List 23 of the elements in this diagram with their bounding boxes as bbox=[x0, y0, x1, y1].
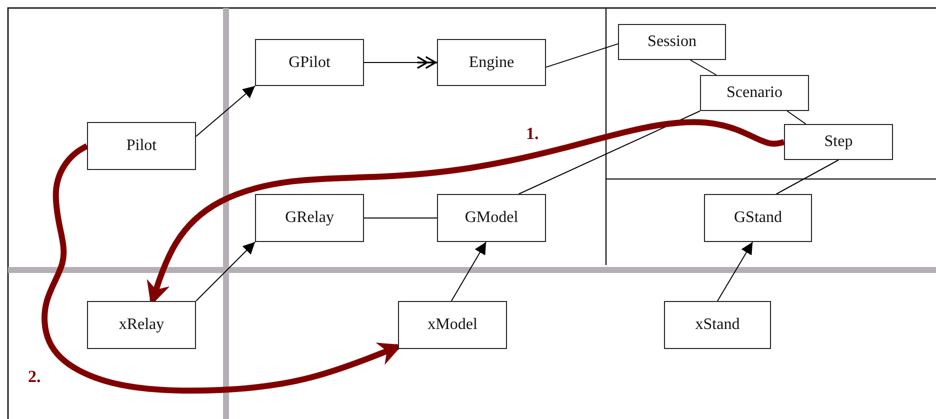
edge-label: 1. bbox=[525, 125, 540, 142]
class-box: Engine bbox=[437, 39, 546, 86]
arrow bbox=[450, 242, 487, 302]
class-box: xModel bbox=[398, 301, 507, 349]
class-box: GPilot bbox=[255, 39, 364, 86]
class-box: xStand bbox=[664, 301, 771, 349]
edge-label: 2. bbox=[27, 368, 42, 385]
connector-line bbox=[518, 110, 700, 194]
class-box: Session bbox=[618, 24, 726, 60]
class-box: GModel bbox=[437, 194, 546, 242]
connector-line bbox=[546, 43, 618, 68]
arrow bbox=[196, 242, 256, 302]
connector-line bbox=[786, 110, 806, 124]
class-box: xRelay bbox=[87, 301, 196, 349]
class-box: Pilot bbox=[87, 122, 196, 170]
arrow bbox=[717, 242, 754, 302]
class-box: Step bbox=[784, 124, 893, 160]
class-box: GRelay bbox=[255, 194, 364, 242]
arrow bbox=[196, 86, 256, 137]
connector-line bbox=[776, 160, 839, 194]
connector-line bbox=[690, 60, 717, 76]
class-box: Scenario bbox=[700, 75, 809, 111]
class-box: GStand bbox=[704, 194, 812, 242]
